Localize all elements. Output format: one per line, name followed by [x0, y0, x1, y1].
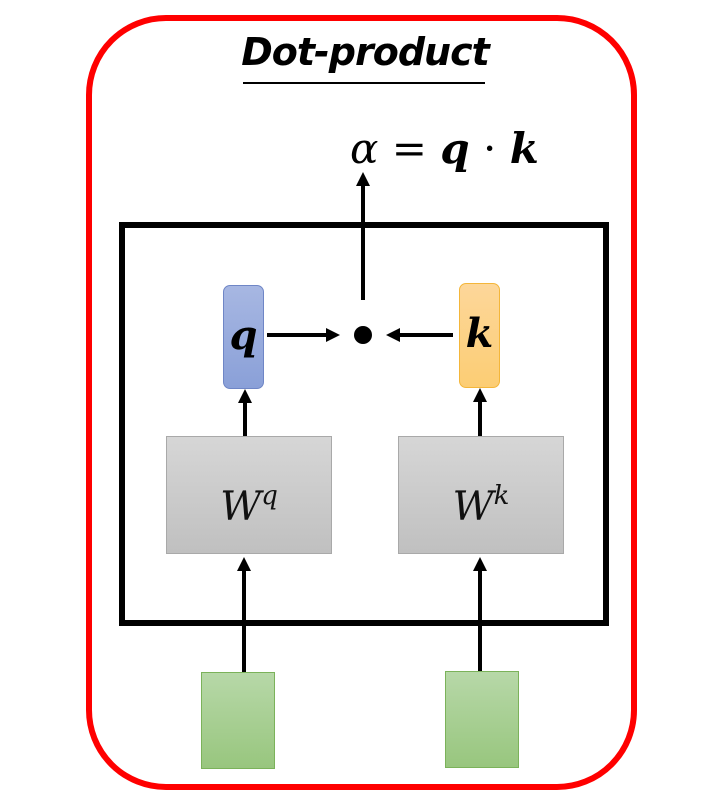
wq-superscript: q — [261, 481, 278, 511]
wk-base: W — [452, 484, 494, 530]
query-vector: q — [223, 285, 264, 389]
key-weight-matrix: Wk — [398, 436, 564, 554]
key-vector: k — [459, 283, 500, 388]
key-label: k — [465, 310, 494, 357]
wq-base: W — [220, 484, 262, 530]
title-underline — [243, 82, 485, 84]
attention-formula: α = q · k — [350, 124, 539, 173]
formula-q: q — [440, 124, 470, 173]
query-label: q — [229, 312, 258, 359]
equals-sign: = — [391, 124, 427, 173]
input-vector-2 — [445, 671, 519, 768]
wk-superscript: k — [493, 481, 510, 511]
alpha-symbol: α — [350, 124, 379, 173]
dot-product-node — [354, 326, 372, 344]
input-vector-1 — [201, 672, 275, 769]
dot-product-frame — [86, 15, 637, 790]
dot-operator: · — [483, 124, 497, 173]
diagram-title: Dot-product — [241, 30, 490, 74]
formula-k: k — [509, 124, 539, 173]
query-weight-matrix: Wq — [166, 436, 332, 554]
